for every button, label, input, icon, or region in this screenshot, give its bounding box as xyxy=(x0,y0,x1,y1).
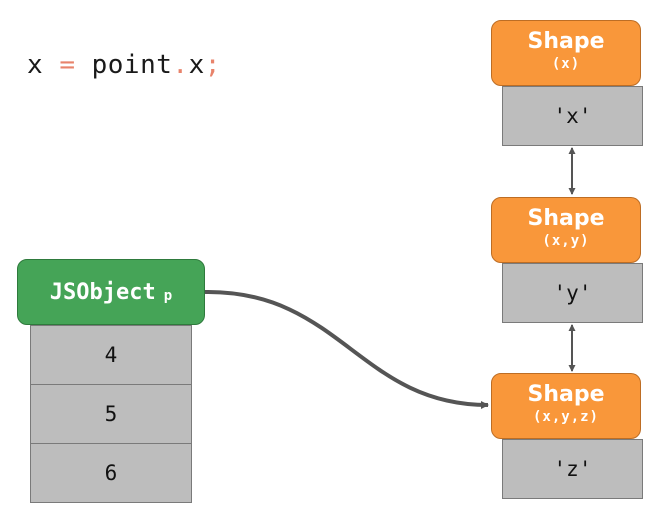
shape-title: Shape xyxy=(527,29,605,54)
shape-properties: (x,y) xyxy=(542,233,590,249)
code-dot: . xyxy=(172,50,189,80)
code-property: x xyxy=(188,50,205,80)
jsobject-value-cell-0: 4 xyxy=(30,325,192,385)
shape-pointer-arrow xyxy=(204,289,489,409)
code-semicolon: ; xyxy=(204,50,221,80)
shape-properties: (x,y,z) xyxy=(532,409,599,425)
shape-xyz-header: Shape (x,y,z) xyxy=(491,373,641,439)
jsobject-name: JSObject xyxy=(49,279,156,305)
code-equals: = xyxy=(59,50,76,80)
shape-x-header: Shape (x) xyxy=(491,20,641,86)
code-line: x = point.x; xyxy=(27,50,221,80)
jsobject-variable: p xyxy=(163,288,173,304)
shape-xy-header: Shape (x,y) xyxy=(491,197,641,263)
shape-x-key-cell: 'x' xyxy=(502,86,643,146)
jsobject-value-cell-2: 6 xyxy=(30,443,192,503)
jsobject-value-cell-1: 5 xyxy=(30,384,192,444)
jsobject-header: JSObject p xyxy=(17,259,205,325)
shape-xyz-key-cell: 'z' xyxy=(502,439,643,499)
shape-title: Shape xyxy=(527,382,605,407)
code-object: point xyxy=(91,50,173,80)
shape-xy-key-cell: 'y' xyxy=(502,263,643,323)
code-variable: x xyxy=(27,50,44,80)
shape-properties: (x) xyxy=(551,56,581,72)
shape-title: Shape xyxy=(527,206,605,231)
